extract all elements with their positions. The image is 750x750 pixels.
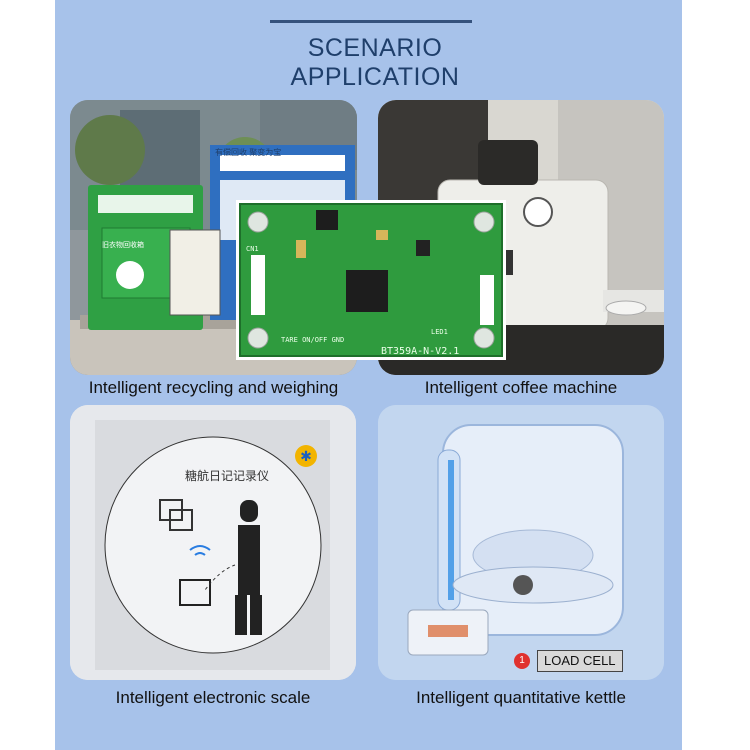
pcb-cn-label: CN1 <box>246 245 259 253</box>
bin-label: 旧衣物回收箱 <box>102 242 144 249</box>
page-title: SCENARIO APPLICATION <box>290 34 460 91</box>
load-cell-marker: 1 <box>514 653 530 669</box>
pcb-model: BT359A-N-V2.1 <box>381 346 460 357</box>
caption-kettle: Intelligent quantitative kettle <box>416 688 626 707</box>
title-divider <box>270 20 472 23</box>
pcb-module: BT359A-N-V2.1 TARE ON/OFF GND CN1 LED1 <box>236 200 506 360</box>
kettle-scene <box>378 405 664 680</box>
caption-scale: Intelligent electronic scale <box>115 688 311 707</box>
recycling-sign: 有偿回收 聚变为宝 <box>215 148 282 157</box>
load-cell-label: LOAD CELL <box>537 650 623 672</box>
pcb-led-label: LED1 <box>431 328 448 336</box>
device-name: 糖航日记记录仪 <box>185 469 270 483</box>
pcb-board <box>236 200 506 360</box>
kettle-photo <box>378 405 664 680</box>
electronic-scale-photo: ✱ 糖航日记记录仪 <box>70 405 356 680</box>
caption-recycling: Intelligent recycling and weighing <box>88 378 339 397</box>
bluetooth-icon: ✱ <box>295 445 317 467</box>
pcb-tare-label: TARE ON/OFF GND <box>281 336 345 344</box>
scale-scene <box>70 405 356 680</box>
caption-coffee: Intelligent coffee machine <box>424 378 618 397</box>
